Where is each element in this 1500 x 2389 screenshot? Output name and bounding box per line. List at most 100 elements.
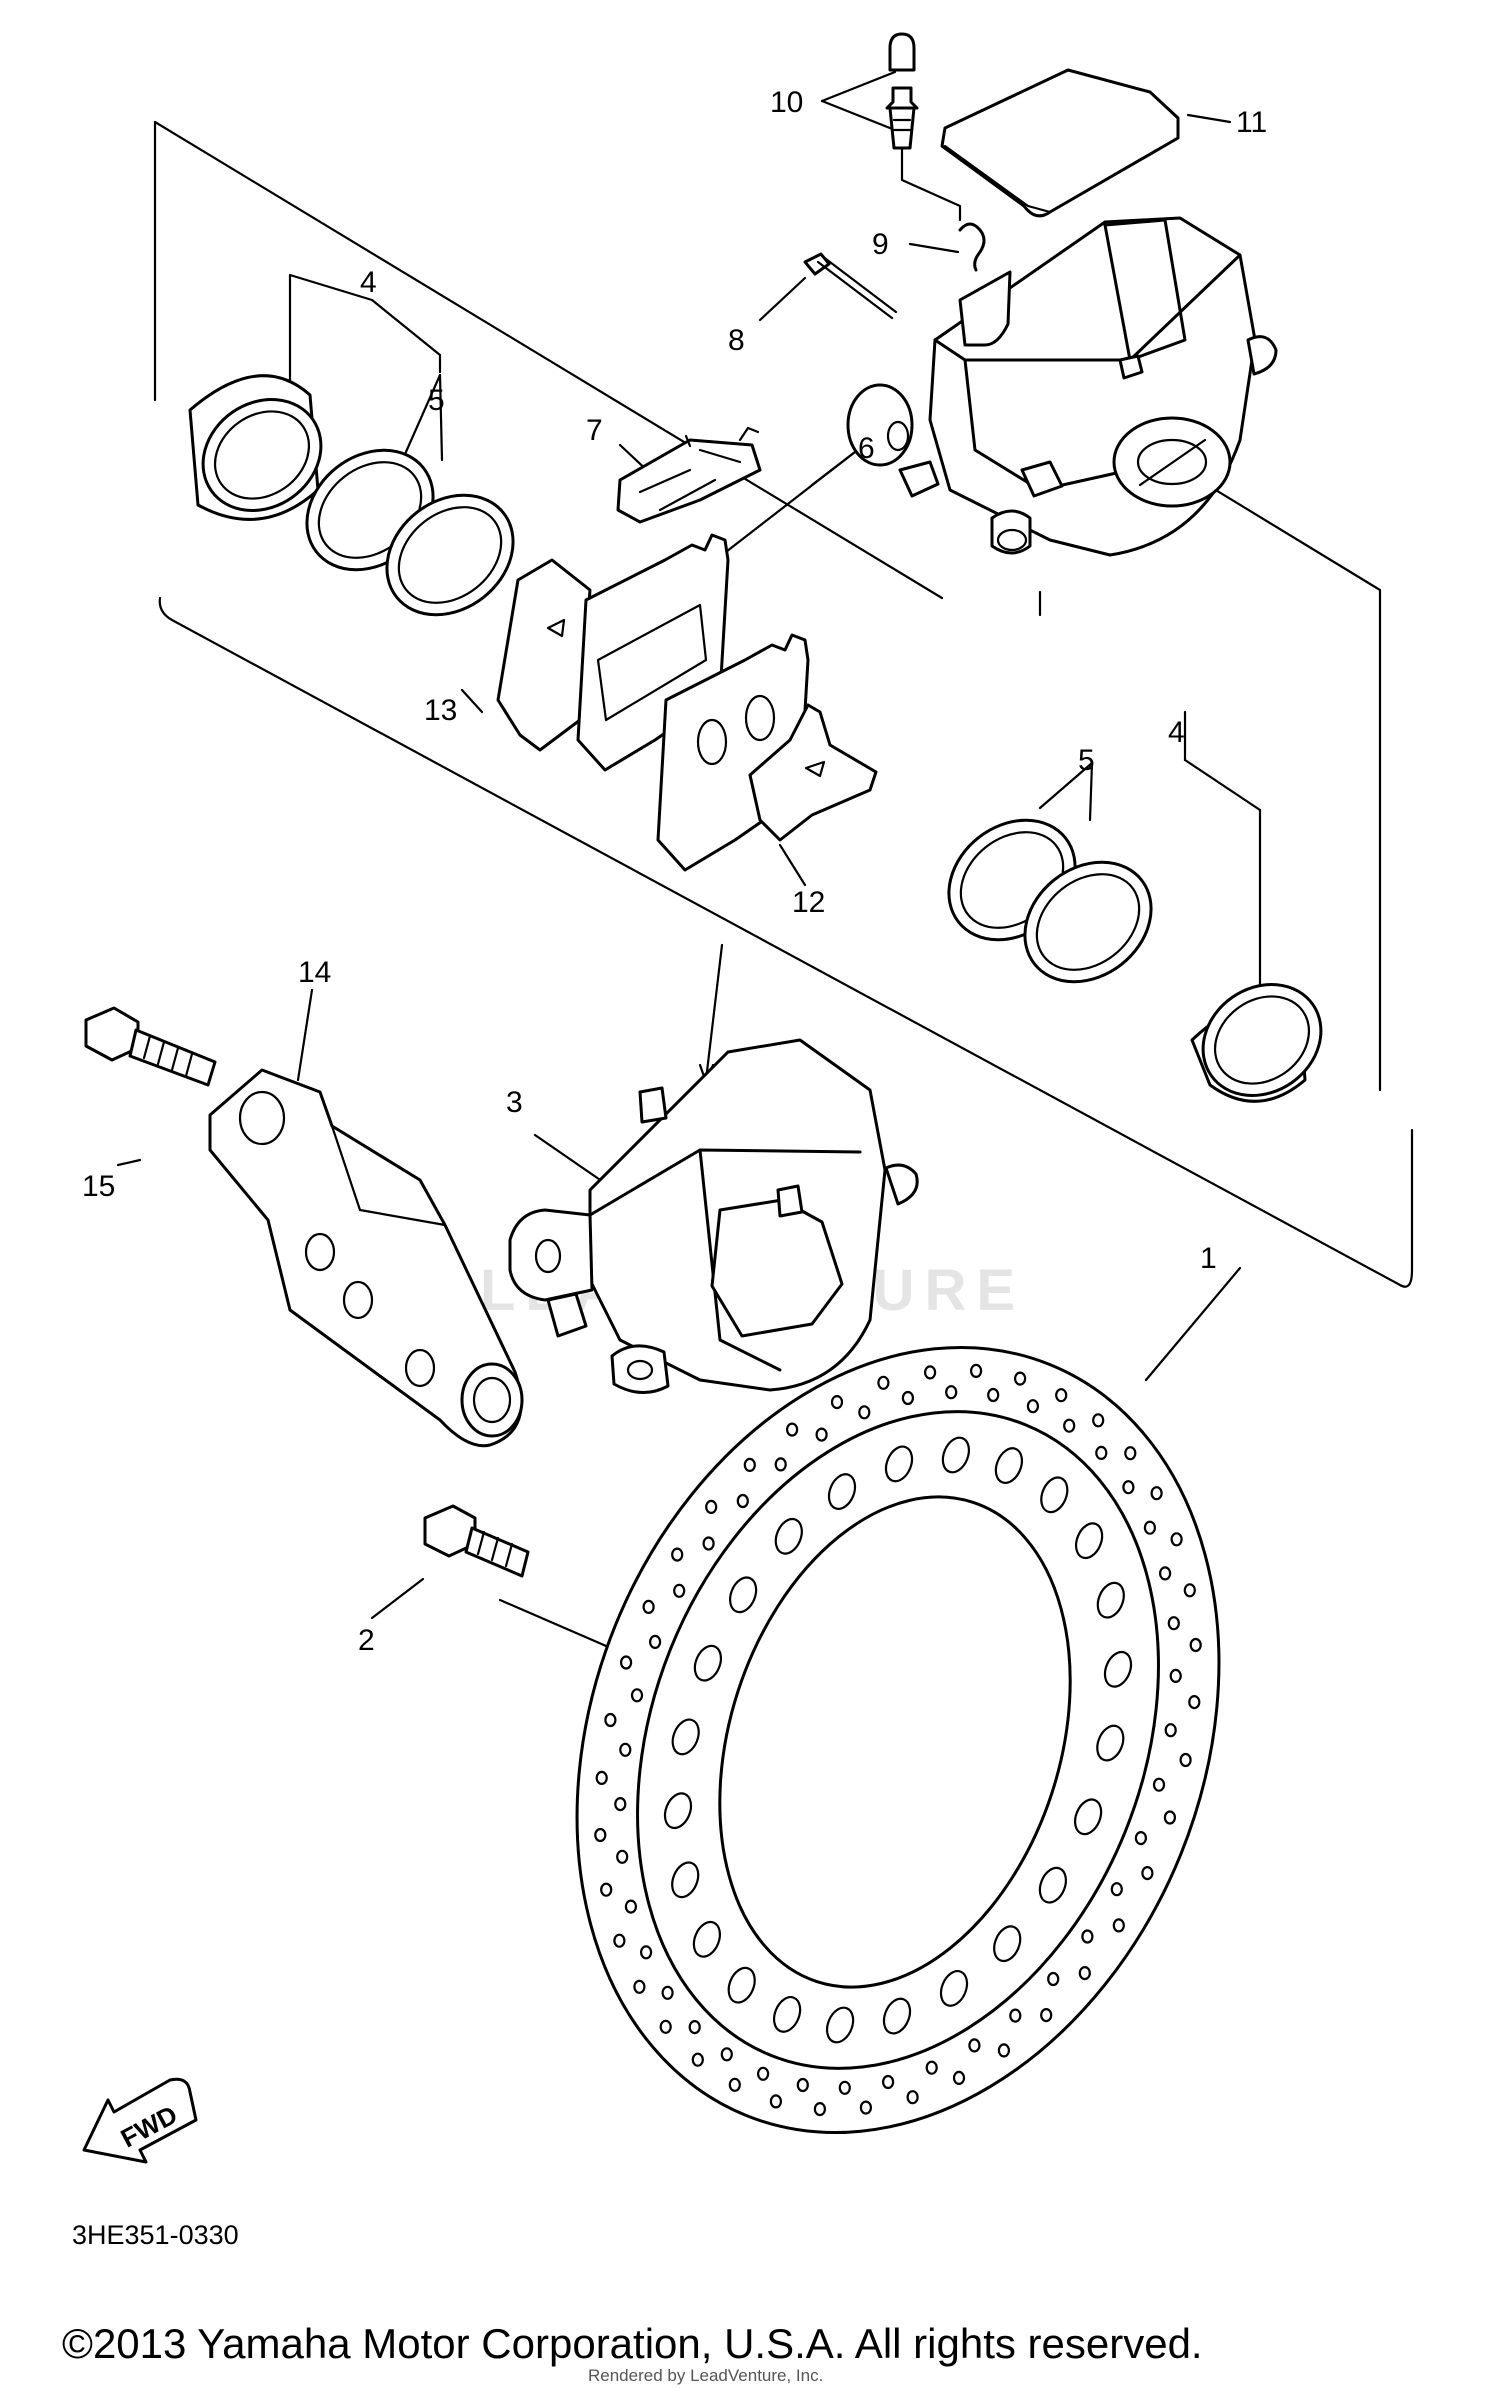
rendered-by-note: Rendered by LeadVenture, Inc. bbox=[588, 2366, 824, 2385]
disc-drill-hole bbox=[673, 1583, 686, 1598]
disc-drill-hole bbox=[1092, 1413, 1105, 1428]
disc-drill-hole bbox=[1141, 1865, 1154, 1881]
disc-drill-hole bbox=[1112, 1918, 1125, 1933]
diagram-code: 3HE351-0330 bbox=[72, 2220, 239, 2250]
disc-vent-hole bbox=[1038, 1866, 1068, 1904]
callout-labels: 10 11 9 8 4 5 7 6 13 12 5 4 14 15 3 1 2 bbox=[82, 86, 1267, 1657]
disc-vent-hole bbox=[939, 1970, 969, 2007]
copyright-notice: ©2013 Yamaha Motor Corporation, U.S.A. A… bbox=[62, 2320, 1203, 2367]
disc-drill-hole bbox=[1026, 1399, 1040, 1414]
disc-drill-hole bbox=[945, 1385, 958, 1400]
disc-drill-hole bbox=[1134, 1830, 1148, 1846]
disc-drill-hole bbox=[796, 2077, 809, 2093]
disc-drill-hole bbox=[633, 1979, 646, 1994]
disc-drill-hole bbox=[604, 1712, 617, 1728]
callout-13: 13 bbox=[424, 694, 457, 727]
disc-vent-hole bbox=[882, 1997, 912, 2035]
disc-drill-hole bbox=[756, 2066, 770, 2081]
disc-drill-hole bbox=[619, 1742, 632, 1757]
disc-drill-hole bbox=[600, 1882, 613, 1897]
callout-4-left: 4 bbox=[360, 266, 377, 299]
disc-drill-hole bbox=[1013, 1371, 1027, 1386]
disc-drill-hole bbox=[671, 1547, 684, 1562]
disc-drill-hole bbox=[1055, 1388, 1068, 1403]
disc-drill-hole bbox=[1122, 1480, 1135, 1495]
callout-1: 1 bbox=[1200, 1242, 1217, 1275]
disc-drill-hole bbox=[595, 1770, 608, 1786]
disc-drill-hole bbox=[859, 2100, 873, 2115]
disc-drill-hole bbox=[838, 2080, 851, 2095]
disc-drill-hole bbox=[691, 2052, 704, 2067]
disc-vent-hole bbox=[727, 1966, 756, 2004]
disc-drill-hole bbox=[1170, 1532, 1183, 1547]
disc-drill-hole bbox=[906, 2090, 919, 2105]
disc-vent-hole bbox=[692, 1920, 722, 1958]
disc-vent-hole bbox=[1096, 1724, 1125, 1762]
disc-drill-hole bbox=[1009, 2008, 1022, 2023]
disc-drill-hole bbox=[619, 1655, 633, 1670]
disc-drill-hole bbox=[702, 1536, 715, 1551]
disc-drill-hole bbox=[728, 2077, 741, 2092]
callout-10: 10 bbox=[770, 86, 803, 119]
disc-vent-hole bbox=[1073, 1798, 1103, 1836]
piston-part-4-right bbox=[1190, 983, 1323, 1103]
pad-pin-part-8 bbox=[803, 252, 898, 320]
disc-drill-hole bbox=[774, 1457, 787, 1472]
clip-part-9 bbox=[958, 222, 986, 272]
disc-drill-hole bbox=[594, 1827, 607, 1843]
seals-part-5-right bbox=[947, 818, 1153, 984]
disc-drill-hole bbox=[1152, 1777, 1166, 1792]
pad-cover-part-11 bbox=[940, 68, 1180, 218]
disc-drill-hole bbox=[925, 2060, 938, 2075]
disc-drill-hole bbox=[720, 2047, 733, 2062]
disc-drill-hole bbox=[769, 2094, 783, 2109]
callout-4-right: 4 bbox=[1168, 716, 1185, 749]
disc-drill-hole bbox=[1169, 1668, 1182, 1684]
disc-drill-hole bbox=[1063, 1418, 1076, 1433]
disc-drill-hole bbox=[1164, 1723, 1177, 1738]
disc-drill-hole bbox=[968, 2038, 981, 2053]
disc-vent-hole bbox=[884, 1445, 914, 1483]
disc-drill-hole bbox=[923, 1365, 937, 1380]
disc-vent-hole bbox=[663, 1792, 693, 1830]
disc-drill-hole bbox=[1158, 1566, 1172, 1581]
disc-vent-hole bbox=[671, 1861, 700, 1899]
disc-drill-hole bbox=[688, 2019, 701, 2035]
disc-drill-hole bbox=[952, 2070, 966, 2085]
disc-drill-hole bbox=[785, 1422, 799, 1437]
disc-drill-hole bbox=[624, 1899, 638, 1914]
callout-8: 8 bbox=[728, 324, 745, 357]
disc-vent-hole bbox=[993, 1925, 1022, 1963]
disc-drill-hole bbox=[1047, 1971, 1060, 1987]
seals-part-5-left bbox=[305, 448, 515, 617]
disc-drill-hole bbox=[613, 1933, 626, 1948]
disc-drill-hole bbox=[630, 1688, 644, 1703]
disc-drill-hole bbox=[858, 1405, 871, 1420]
bleed-screw-part-10 bbox=[885, 32, 962, 222]
disc-drill-hole bbox=[1183, 1583, 1196, 1598]
disc-vent-hole bbox=[1096, 1581, 1125, 1619]
disc-drill-hole bbox=[648, 1634, 662, 1650]
disc-drill-hole bbox=[614, 1796, 627, 1812]
disc-drill-hole bbox=[736, 1493, 749, 1509]
disc-drill-hole bbox=[1095, 1445, 1108, 1461]
callout-3: 3 bbox=[506, 1086, 523, 1119]
disc-drill-hole bbox=[659, 2019, 672, 2034]
disc-vent-hole bbox=[827, 1473, 857, 1510]
disc-vent-hole bbox=[693, 1644, 723, 1682]
disc-drill-hole bbox=[815, 1427, 828, 1442]
disc-drill-hole bbox=[1143, 1520, 1157, 1535]
disc-drill-hole bbox=[661, 1985, 674, 2000]
disc-drill-hole bbox=[642, 1599, 655, 1615]
disc-drill-hole bbox=[1189, 1637, 1202, 1653]
callout-12: 12 bbox=[792, 886, 825, 919]
caliper-assembly-part-3 bbox=[508, 1038, 919, 1394]
disc-holes bbox=[594, 1363, 1202, 2117]
disc-drill-hole bbox=[997, 2043, 1011, 2058]
leader-lines bbox=[116, 70, 1262, 1654]
disc-vent-hole bbox=[1040, 1476, 1069, 1514]
callout-5-right: 5 bbox=[1078, 744, 1095, 777]
disc-vent-hole bbox=[994, 1447, 1024, 1484]
callout-6: 6 bbox=[858, 432, 875, 465]
